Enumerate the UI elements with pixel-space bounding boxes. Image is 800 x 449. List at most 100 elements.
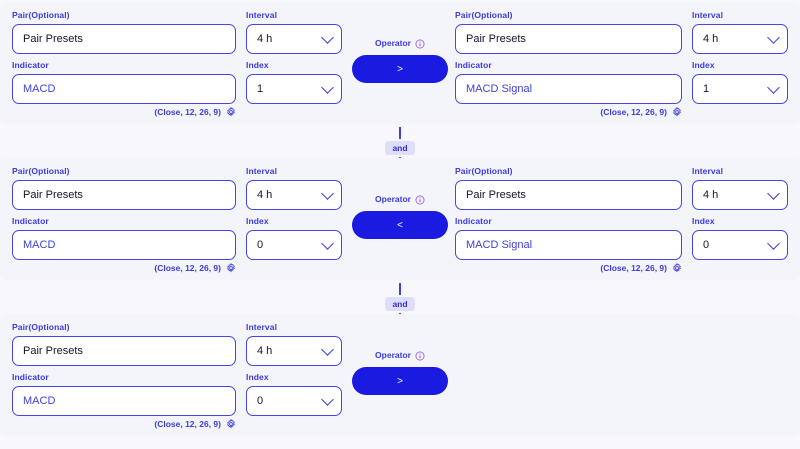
index-select[interactable]: 0 — [692, 230, 788, 260]
indicator-label: Indicator — [12, 372, 49, 382]
pair-input[interactable]: Pair Presets — [12, 336, 236, 366]
left-operand-group: Pair(Optional) Pair Presets Interval 4 h… — [12, 166, 342, 274]
left-operand-group: Pair(Optional) Pair Presets Interval 4 h… — [12, 10, 342, 118]
operator-button[interactable]: < — [352, 211, 448, 239]
index-field: Index 1 — [692, 60, 788, 104]
indicator-params[interactable]: (Close, 12, 26, 9) — [455, 106, 682, 118]
info-icon[interactable] — [415, 351, 425, 361]
indicator-input[interactable]: MACD Signal — [455, 230, 682, 260]
operator-label: Operator — [375, 350, 411, 360]
indicator-params[interactable]: (Close, 12, 26, 9) — [12, 106, 236, 118]
pair-label: Pair(Optional) — [12, 166, 70, 176]
pair-field: Pair(Optional) Pair Presets — [12, 322, 236, 366]
indicator-input[interactable]: MACD — [12, 74, 236, 104]
chevron-down-icon — [767, 187, 780, 200]
interval-select[interactable]: 4 h — [246, 336, 342, 366]
indicator-input[interactable]: MACD — [12, 386, 236, 416]
index-field: Index 1 — [246, 60, 342, 104]
pair-field: Pair(Optional) Pair Presets — [12, 10, 236, 54]
pair-input[interactable]: Pair Presets — [12, 180, 236, 210]
index-select[interactable]: 1 — [246, 74, 342, 104]
interval-label: Interval — [246, 10, 278, 20]
indicator-field: Indicator MACD — [12, 60, 236, 104]
pair-input[interactable]: Pair Presets — [455, 24, 682, 54]
settings-gear-icon[interactable] — [226, 263, 236, 273]
interval-field: Interval 4 h — [692, 166, 788, 210]
and-badge[interactable]: and — [385, 297, 415, 311]
index-label: Index — [246, 60, 269, 70]
indicator-params-text: (Close, 12, 26, 9) — [600, 262, 667, 273]
operator-label: Operator — [375, 194, 411, 204]
interval-value: 4 h — [257, 345, 273, 357]
info-icon[interactable] — [415, 39, 425, 49]
pair-label: Pair(Optional) — [12, 322, 70, 332]
index-field: Index 0 — [246, 372, 342, 416]
interval-field: Interval 4 h — [246, 166, 342, 210]
pair-input[interactable]: Pair Presets — [455, 180, 682, 210]
settings-gear-icon[interactable] — [672, 107, 682, 117]
interval-label: Interval — [246, 322, 278, 332]
interval-value: 4 h — [257, 189, 273, 201]
index-select[interactable]: 0 — [246, 386, 342, 416]
interval-value: 4 h — [257, 33, 273, 45]
condition-row: Pair(Optional) Pair Presets Interval 4 h… — [0, 314, 800, 436]
interval-select[interactable]: 4 h — [246, 180, 342, 210]
indicator-params-text: (Close, 12, 26, 9) — [154, 262, 221, 273]
indicator-input[interactable]: MACD — [12, 230, 236, 260]
pair-label: Pair(Optional) — [12, 10, 70, 20]
index-field: Index 0 — [246, 216, 342, 260]
index-label: Index — [692, 216, 715, 226]
condition-row: Pair(Optional) Pair Presets Interval 4 h… — [0, 2, 800, 124]
operator-button[interactable]: > — [352, 55, 448, 83]
indicator-label: Indicator — [455, 216, 492, 226]
interval-value: 4 h — [703, 33, 719, 45]
index-label: Index — [246, 372, 269, 382]
index-select[interactable]: 1 — [692, 74, 788, 104]
operator-button[interactable]: > — [352, 367, 448, 395]
indicator-params[interactable]: (Close, 12, 26, 9) — [12, 418, 236, 430]
chevron-down-icon — [321, 81, 334, 94]
interval-label: Interval — [692, 166, 724, 176]
interval-select[interactable]: 4 h — [692, 180, 788, 210]
indicator-label: Indicator — [12, 216, 49, 226]
indicator-params[interactable]: (Close, 12, 26, 9) — [455, 262, 682, 274]
indicator-field: Indicator MACD — [12, 372, 236, 416]
left-operand-group: Pair(Optional) Pair Presets Interval 4 h… — [12, 322, 342, 430]
index-label: Index — [692, 60, 715, 70]
operator-label: Operator — [375, 38, 411, 48]
pair-label: Pair(Optional) — [455, 10, 513, 20]
index-field: Index 0 — [692, 216, 788, 260]
info-icon[interactable] — [415, 195, 425, 205]
index-value: 0 — [703, 239, 710, 251]
indicator-params[interactable]: (Close, 12, 26, 9) — [12, 262, 236, 274]
settings-gear-icon[interactable] — [226, 419, 236, 429]
interval-label: Interval — [246, 166, 278, 176]
interval-label: Interval — [692, 10, 724, 20]
indicator-params-text: (Close, 12, 26, 9) — [600, 106, 667, 117]
index-value: 1 — [703, 83, 710, 95]
indicator-field: Indicator MACD Signal — [455, 60, 682, 104]
indicator-input[interactable]: MACD Signal — [455, 74, 682, 104]
index-select[interactable]: 0 — [246, 230, 342, 260]
interval-field: Interval 4 h — [692, 10, 788, 54]
settings-gear-icon[interactable] — [672, 263, 682, 273]
condition-row: Pair(Optional) Pair Presets Interval 4 h… — [0, 158, 800, 280]
chevron-down-icon — [321, 343, 334, 356]
chevron-down-icon — [321, 31, 334, 44]
indicator-label: Indicator — [455, 60, 492, 70]
settings-gear-icon[interactable] — [226, 107, 236, 117]
chevron-down-icon — [767, 81, 780, 94]
pair-field: Pair(Optional) Pair Presets — [12, 166, 236, 210]
index-value: 1 — [257, 83, 264, 95]
interval-select[interactable]: 4 h — [246, 24, 342, 54]
chevron-down-icon — [767, 237, 780, 250]
pair-input[interactable]: Pair Presets — [12, 24, 236, 54]
index-value: 0 — [257, 395, 264, 407]
right-operand-group: Pair(Optional) Pair Presets Interval 4 h… — [455, 10, 788, 118]
interval-select[interactable]: 4 h — [692, 24, 788, 54]
chevron-down-icon — [321, 187, 334, 200]
pair-field: Pair(Optional) Pair Presets — [455, 10, 682, 54]
operator-group: Operator > — [352, 350, 448, 395]
and-badge[interactable]: and — [385, 141, 415, 155]
